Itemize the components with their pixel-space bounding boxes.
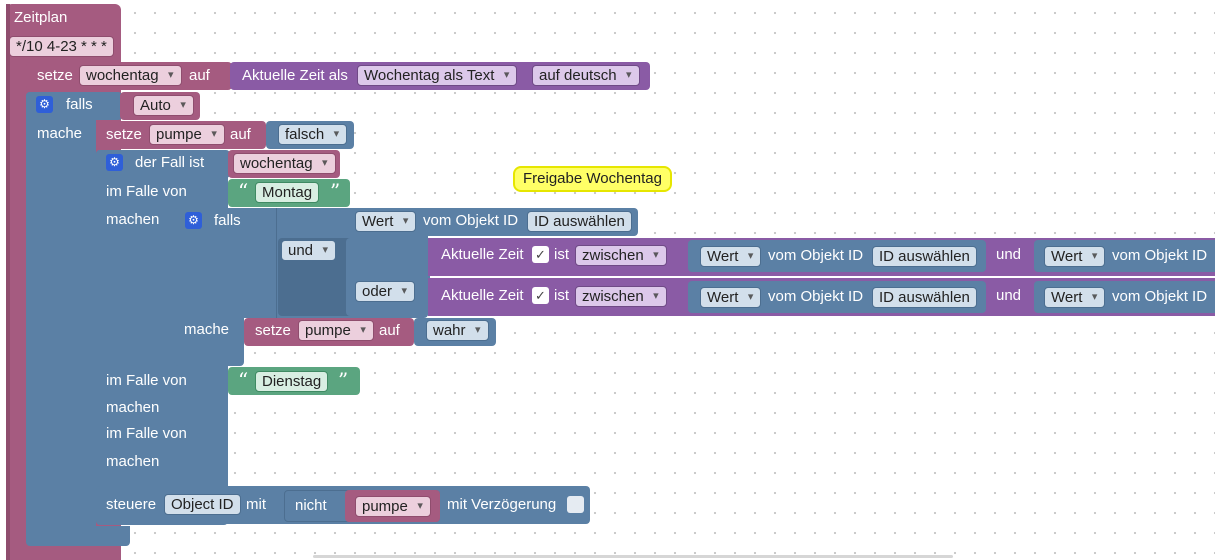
and-dropdown[interactable]: und	[281, 240, 337, 261]
is-label: ist	[554, 246, 569, 263]
control-label: steuere	[106, 496, 157, 513]
case1-do-label: machen	[106, 211, 160, 228]
false-dropdown[interactable]: falsch	[278, 124, 348, 145]
gear-icon[interactable]: ⚙	[36, 96, 53, 113]
not-label: nicht	[295, 497, 327, 514]
gear-icon[interactable]: ⚙	[106, 154, 123, 171]
quote-close-icon: ”	[338, 368, 349, 392]
value-mode-dropdown[interactable]: Wert	[1044, 287, 1106, 308]
set-keyword: setze	[106, 126, 142, 143]
gear-icon[interactable]: ⚙	[185, 212, 202, 229]
pump-variable-dropdown[interactable]: pumpe	[355, 496, 431, 517]
and-label: und	[996, 287, 1022, 304]
language-dropdown[interactable]: auf deutsch	[532, 65, 640, 86]
state-mode-dropdown[interactable]: Wert	[355, 211, 417, 232]
case1-value-field[interactable]: Montag	[255, 182, 320, 203]
time-label: Aktuelle Zeit	[441, 246, 524, 263]
delay-checkbox[interactable]	[567, 496, 584, 513]
state-id-field[interactable]: ID auswählen	[527, 211, 632, 232]
checkbox-icon[interactable]: ✓	[532, 246, 549, 263]
comment-bubble[interactable]: Freigabe Wochentag	[513, 166, 672, 192]
pump-variable-dropdown[interactable]: pumpe	[298, 320, 374, 341]
if-auto-block[interactable]	[26, 92, 96, 544]
horizontal-scrollbar[interactable]	[313, 555, 953, 558]
case2-value-field[interactable]: Dienstag	[255, 371, 329, 392]
value-label: vom Objekt ID	[768, 247, 864, 264]
value-mode-dropdown[interactable]: Wert	[700, 246, 762, 267]
time-label: Aktuelle Zeit	[441, 287, 524, 304]
state-label: vom Objekt ID	[423, 212, 519, 229]
case1-label: im Falle von	[106, 183, 187, 200]
object-id-field[interactable]: Object ID	[164, 494, 241, 515]
pump-variable-dropdown[interactable]: pumpe	[149, 124, 225, 145]
value-id-field[interactable]: ID auswählen	[872, 287, 977, 308]
set-keyword: setze	[255, 322, 291, 339]
inner-if-keyword: falls	[214, 212, 241, 229]
schedule-block-shadow	[6, 4, 10, 560]
value-id-field[interactable]: ID auswählen	[872, 246, 977, 267]
with-label: mit	[246, 496, 266, 513]
inner-if-body[interactable]	[174, 208, 244, 366]
quote-open-icon: “	[238, 179, 249, 203]
value-label: vom Objekt ID	[768, 288, 864, 305]
weekday-variable-dropdown[interactable]: wochentag	[79, 65, 182, 86]
case2-label: im Falle von	[106, 372, 187, 389]
or-dropdown[interactable]: oder	[355, 281, 416, 302]
value-label: vom Objekt ID	[1112, 247, 1208, 264]
delay-label: mit Verzögerung	[447, 496, 557, 513]
if-keyword: falls	[66, 96, 93, 113]
do-keyword: mache	[37, 125, 83, 142]
schedule-label: Zeitplan	[14, 9, 68, 26]
inner-do-keyword: mache	[184, 321, 230, 338]
operator-dropdown[interactable]: zwischen	[575, 286, 667, 307]
if-auto-footer	[26, 526, 130, 546]
is-label: ist	[554, 287, 569, 304]
value-mode-dropdown[interactable]: Wert	[1044, 246, 1106, 267]
cron-field[interactable]: */10 4-23 * * *	[9, 36, 114, 57]
switch-variable-dropdown[interactable]: wochentag	[233, 153, 336, 174]
case3-do-label: machen	[106, 453, 160, 470]
auto-variable-dropdown[interactable]: Auto	[133, 95, 194, 116]
time-format-dropdown[interactable]: Wochentag als Text	[357, 65, 518, 86]
value-mode-dropdown[interactable]: Wert	[700, 287, 762, 308]
to-keyword: auf	[379, 322, 400, 339]
inner-if-divider	[276, 208, 277, 318]
checkbox-icon[interactable]: ✓	[532, 287, 549, 304]
case3-label: im Falle von	[106, 425, 187, 442]
or-block[interactable]	[346, 238, 430, 316]
and-label: und	[996, 246, 1022, 263]
case2-do-label: machen	[106, 399, 160, 416]
true-dropdown[interactable]: wahr	[426, 320, 489, 341]
current-time-label: Aktuelle Zeit als	[242, 67, 348, 84]
switch-label: der Fall ist	[135, 154, 205, 171]
set-keyword: setze	[37, 67, 73, 84]
operator-dropdown[interactable]: zwischen	[575, 245, 667, 266]
quote-open-icon: “	[238, 368, 249, 392]
value-label: vom Objekt ID	[1112, 288, 1208, 305]
to-keyword: auf	[230, 126, 251, 143]
to-keyword: auf	[189, 67, 210, 84]
quote-close-icon: ”	[330, 179, 341, 203]
